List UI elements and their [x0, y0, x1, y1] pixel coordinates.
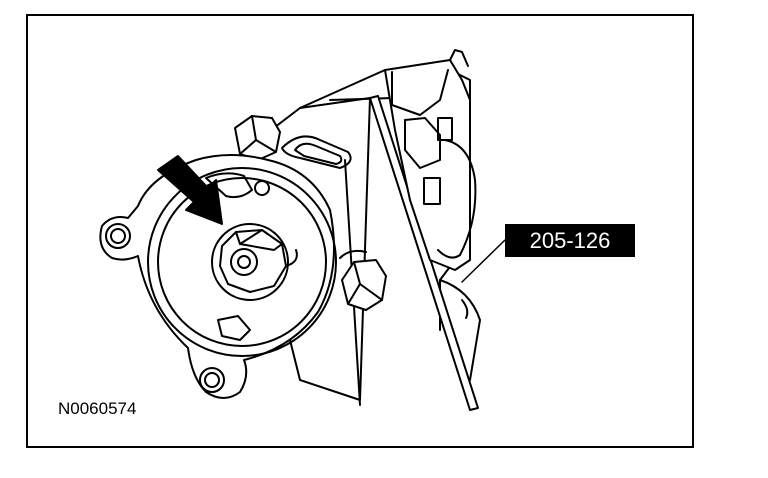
- figure-id: N0060574: [58, 399, 137, 418]
- callout-leader: [461, 239, 506, 283]
- lower-bolt: [339, 249, 387, 311]
- pointer-arrow: [157, 155, 223, 225]
- tool-callout-label: 205-126: [505, 224, 635, 257]
- flange: [99, 154, 337, 399]
- center-nut: [211, 223, 298, 301]
- ear-holes: [105, 223, 225, 393]
- upper-bolt: [234, 115, 281, 161]
- special-tool-bracket: [384, 49, 481, 381]
